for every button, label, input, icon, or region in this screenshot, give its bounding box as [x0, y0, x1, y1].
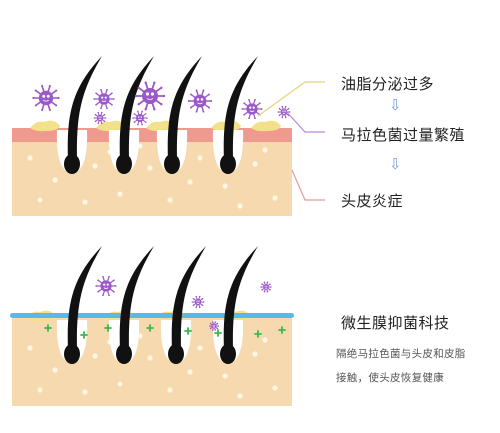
- plus-icon: [104, 324, 112, 332]
- plus-icon: [146, 324, 154, 332]
- bacteria-icon: [132, 110, 148, 126]
- healthy-plus-markers: [44, 324, 286, 339]
- malassezia-label: 马拉色菌过量繁殖: [341, 126, 466, 144]
- down-arrow-icon: ⇩: [389, 96, 402, 114]
- bacteria-icon: [95, 275, 117, 297]
- top-skin-block: [12, 128, 292, 216]
- hair-strand: [119, 56, 154, 160]
- plus-icon: [214, 329, 222, 337]
- hair-strand: [167, 56, 202, 160]
- plus-icon: [80, 331, 88, 339]
- top-bacteria-cluster: [32, 81, 291, 126]
- bacteria-icon: [277, 105, 291, 119]
- bacteria-icon: [191, 295, 205, 309]
- sebum-blob: [251, 120, 281, 132]
- description-line-2: 接触，使头皮恢复健康: [336, 372, 444, 384]
- hair-strand: [67, 56, 102, 160]
- hair-strand: [67, 246, 102, 350]
- bottom-skin-block: [12, 318, 292, 406]
- sebum-label: 油脂分泌过多: [341, 75, 435, 93]
- hair-strand: [171, 246, 206, 350]
- bacteria-icon: [209, 321, 219, 331]
- plus-icon: [254, 330, 262, 338]
- hair-strand: [223, 56, 258, 160]
- down-arrow-icon: ⇩: [389, 155, 402, 173]
- bottom-follicles: [56, 246, 258, 364]
- sebum-blob: [96, 120, 126, 132]
- plus-icon: [184, 327, 192, 335]
- top-leader-lines: [257, 81, 325, 201]
- bacteria-icon: [260, 281, 272, 293]
- bacteria-icon: [134, 81, 166, 111]
- bacteria-icon: [241, 98, 263, 120]
- plus-icon: [44, 324, 52, 332]
- sebum-blob: [30, 120, 60, 132]
- technology-label: 微生膜抑菌科技: [341, 314, 450, 332]
- bacteria-icon: [93, 88, 115, 110]
- description-line-1: 隔绝马拉色菌与头皮和皮脂: [336, 348, 466, 360]
- bacteria-icon: [187, 89, 213, 113]
- hair-strand: [223, 246, 258, 350]
- plus-icon: [278, 326, 286, 334]
- protective-membrane: [10, 313, 294, 318]
- bottom-bacteria: [95, 275, 272, 331]
- hair-strand: [119, 246, 154, 350]
- bacteria-icon: [93, 111, 107, 125]
- top-follicles: [56, 56, 258, 174]
- top-sebum-deposits: [30, 120, 281, 132]
- inflammation-label: 头皮炎症: [341, 192, 404, 210]
- bacteria-icon: [32, 84, 60, 112]
